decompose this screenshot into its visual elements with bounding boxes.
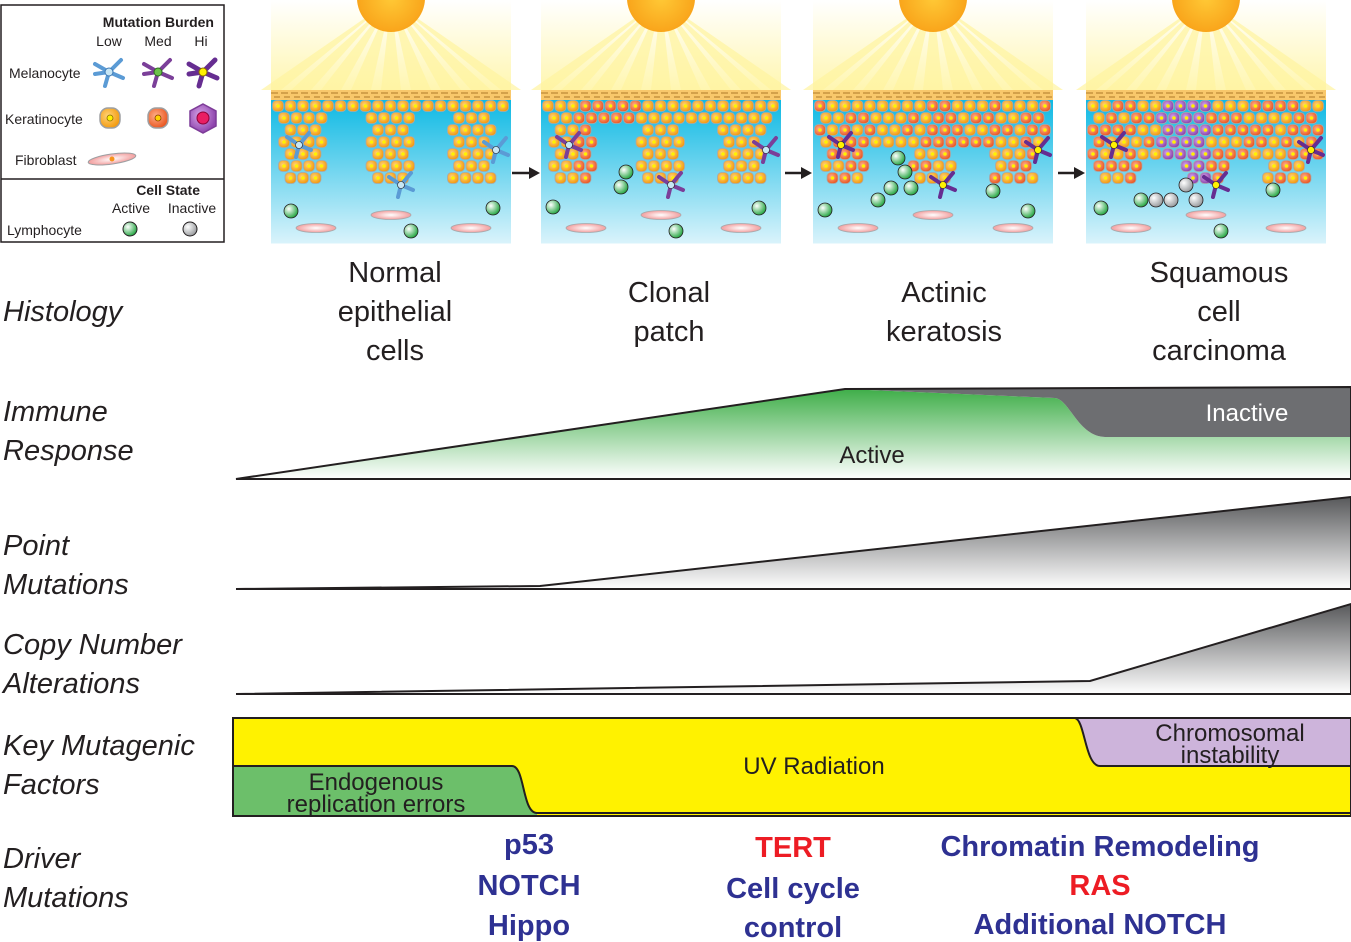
arrow-icon — [1058, 167, 1085, 179]
sun-icon — [627, 0, 695, 32]
driver-notch: NOTCH — [477, 870, 580, 902]
arrow-icon — [512, 167, 540, 179]
legend-state-inactive: Inactive — [168, 200, 216, 216]
stage-clonal-line1: Clonal — [628, 277, 710, 309]
legend-keratinocyte-label: Keratinocyte — [5, 111, 83, 127]
row-label-immune-2: Response — [3, 435, 134, 467]
mutagenic-factors-band: Endogenous replication errors UV Radiati… — [232, 717, 1351, 818]
row-label-point-1: Point — [3, 530, 71, 562]
immune-inactive-label: Inactive — [1206, 400, 1289, 427]
keratinocyte-hi-icon — [189, 103, 217, 134]
driver-p53: p53 — [504, 829, 554, 861]
histology-panel-2 — [531, 0, 791, 244]
row-label-cna-1: Copy Number — [3, 629, 183, 661]
sun-icon — [357, 0, 425, 32]
copy-number-wedge — [235, 602, 1351, 695]
histology-panel-4 — [1076, 0, 1336, 244]
stage-normal-line3: cells — [366, 335, 424, 367]
row-label-factors-2: Factors — [3, 769, 100, 801]
row-label-driver-2: Mutations — [3, 882, 129, 914]
driver-chromatin: Chromatin Remodeling — [940, 831, 1259, 863]
endogenous-label-1: Endogenous — [309, 769, 444, 796]
stage-normal-line2: epithelial — [338, 296, 452, 328]
stage-clonal-line2: patch — [634, 316, 705, 348]
point-mutations-band — [235, 495, 1351, 590]
stage-scc-line3: carcinoma — [1152, 335, 1287, 367]
legend-state-active: Active — [112, 200, 150, 216]
legend-box: Mutation Burden Low Med Hi Melanocyte Ke… — [0, 4, 225, 243]
row-label-cna-2: Alterations — [1, 668, 140, 700]
histology-panel-3 — [803, 0, 1063, 244]
driver-ras: RAS — [1069, 870, 1130, 902]
chromosomal-label-1: Chromosomal — [1155, 720, 1304, 747]
stage-normal-line1: Normal — [348, 257, 441, 289]
histology-panel-1 — [261, 0, 521, 244]
histology-panels — [261, 0, 1336, 244]
legend-lymphocyte-label: Lymphocyte — [7, 222, 82, 238]
stage-actinic-line1: Actinic — [901, 277, 986, 309]
driver-hippo: Hippo — [488, 910, 570, 942]
endogenous-label-2: replication errors — [287, 791, 466, 818]
legend-mutation-burden-title: Mutation Burden — [103, 14, 214, 30]
sun-icon — [899, 0, 967, 32]
keratinocyte-med-icon — [147, 107, 169, 129]
endogenous-area — [233, 766, 537, 816]
chromosomal-label-2: instability — [1181, 742, 1280, 769]
immune-active-label: Active — [839, 442, 904, 469]
driver-cell-cycle-2: control — [744, 912, 842, 942]
stage-scc-line1: Squamous — [1150, 257, 1289, 289]
row-labels: Histology Immune Response Point Mutation… — [1, 296, 195, 914]
row-label-point-2: Mutations — [3, 569, 129, 601]
lymphocyte-active-icon — [122, 221, 138, 237]
lymphocyte-inactive-icon — [182, 221, 198, 237]
fibroblast-icon — [87, 152, 137, 166]
keratinocyte-low-icon — [99, 107, 121, 129]
stage-scc-line2: cell — [1197, 296, 1241, 328]
row-label-histology: Histology — [3, 296, 124, 328]
arrow-icon — [785, 167, 812, 179]
legend-burden-med: Med — [144, 33, 171, 49]
legend-cell-state-title: Cell State — [136, 182, 200, 198]
row-label-driver-1: Driver — [3, 843, 82, 875]
immune-response-band: Active Inactive — [235, 385, 1351, 480]
melanocyte-low-icon — [93, 58, 125, 88]
immune-active-area — [236, 389, 1351, 479]
driver-additional-notch: Additional NOTCH — [974, 909, 1227, 941]
legend-fibroblast-label: Fibroblast — [15, 152, 77, 168]
immune-inactive-area — [845, 387, 1351, 437]
legend-burden-low: Low — [96, 33, 123, 49]
uv-radiation-label: UV Radiation — [743, 753, 884, 780]
stage-arrows — [512, 167, 1085, 179]
chromosomal-area — [1075, 718, 1351, 766]
legend-melanocyte-label: Melanocyte — [9, 65, 81, 81]
row-label-factors-1: Key Mutagenic — [3, 730, 195, 762]
row-label-immune-1: Immune — [3, 396, 108, 428]
sun-icon — [1172, 0, 1240, 32]
legend-burden-hi: Hi — [194, 33, 207, 49]
driver-cell-cycle-1: Cell cycle — [726, 873, 860, 905]
stage-actinic-line2: keratosis — [886, 316, 1002, 348]
driver-mutations: p53 NOTCH Hippo TERT Cell cycle control … — [477, 829, 1259, 942]
melanocyte-med-icon — [142, 58, 174, 88]
driver-tert: TERT — [755, 832, 831, 864]
point-mutations-wedge — [235, 495, 1351, 590]
melanocyte-hi-icon — [186, 57, 220, 89]
copy-number-band — [235, 602, 1351, 695]
stage-labels: Normal epithelial cells Clonal patch Act… — [338, 257, 1289, 367]
